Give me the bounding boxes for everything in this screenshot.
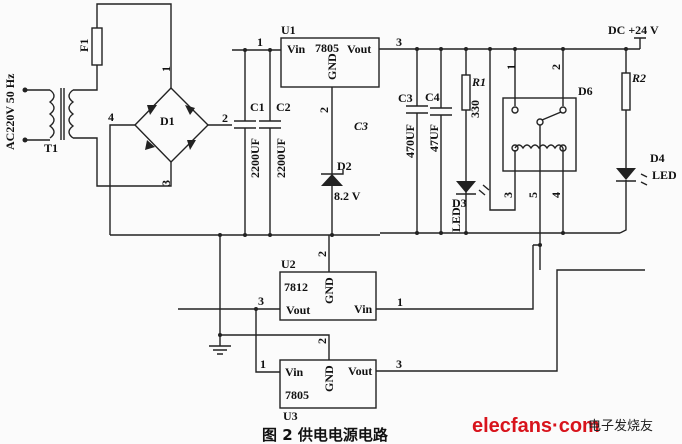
- c3-label: C3: [398, 91, 413, 105]
- c4-label: C4: [425, 90, 440, 104]
- u3-vin: Vin: [285, 365, 304, 379]
- pin-label: 5: [526, 192, 540, 198]
- u3-ref: U3: [283, 409, 298, 423]
- u1-vout: Vout: [347, 42, 371, 56]
- regulator-u3: [279, 359, 377, 409]
- u1-part: 7805: [315, 41, 339, 55]
- u2-gnd: GND: [322, 277, 336, 304]
- c1-value: 2200UF: [248, 138, 262, 178]
- pin-label: 4: [549, 192, 563, 198]
- fuse-f1: [91, 27, 103, 66]
- pin-label: 1: [397, 295, 403, 309]
- pin-label: 3: [159, 180, 173, 186]
- d2-label: D2: [337, 159, 352, 173]
- led-d4: [616, 168, 636, 180]
- d3-label: D3: [452, 196, 467, 210]
- pin-label: 2: [317, 107, 331, 113]
- bridge-rectifier: [109, 87, 232, 235]
- u2-part: 7812: [284, 280, 308, 294]
- pin-label: 2: [549, 64, 563, 70]
- watermark-cn: 电子发烧友: [588, 418, 653, 434]
- c3-stray-label: C3: [354, 119, 368, 133]
- pin-label: 3: [396, 35, 402, 49]
- u3-gnd: GND: [322, 365, 336, 392]
- c2-label: C2: [276, 100, 291, 114]
- u3-part: 7805: [285, 388, 309, 402]
- regulator-u2: [279, 271, 377, 321]
- pin-label: 2: [222, 111, 228, 125]
- u1-gnd: GND: [325, 53, 339, 80]
- t1-label: T1: [44, 141, 58, 155]
- resistor-r2: [621, 72, 631, 111]
- d2-value: 8.2 V: [334, 189, 361, 203]
- zener-d2: [321, 174, 343, 186]
- regulator-u1: [280, 37, 380, 88]
- pin-label: 1: [257, 35, 263, 49]
- pin-label: 2: [315, 251, 329, 257]
- c2-value: 2200UF: [274, 138, 288, 178]
- led-d3: [456, 181, 476, 193]
- ground-symbol: [209, 335, 231, 355]
- d1-label: D1: [160, 114, 175, 128]
- pin-label: 3: [396, 357, 402, 371]
- c3-value: 470UF: [403, 124, 417, 158]
- resistor-r1: [461, 74, 471, 111]
- d4-label: D4: [650, 151, 665, 165]
- pin-label: 3: [258, 294, 264, 308]
- source-label: AC220V 50 Hz: [3, 73, 17, 150]
- u1-ref: U1: [281, 23, 296, 37]
- r1-value: 330: [468, 100, 482, 118]
- figure-caption: 图 2 供电电源电路: [262, 426, 389, 444]
- watermark-site: elecfans·com: [472, 415, 600, 437]
- pin-label: 3: [501, 192, 515, 198]
- r1-label: R1: [471, 75, 486, 89]
- pin-label: 1: [260, 357, 266, 371]
- u1-vin: Vin: [287, 42, 306, 56]
- u2-ref: U2: [281, 257, 296, 271]
- u2-vout: Vout: [286, 303, 310, 317]
- c4-value: 47UF: [427, 124, 441, 152]
- pin-label: 4: [108, 110, 114, 124]
- ac-source: [22, 3, 172, 187]
- u2-vin: Vin: [354, 302, 373, 316]
- u3-vout: Vout: [348, 364, 372, 378]
- pin-label: 1: [504, 64, 518, 70]
- r2-label: R2: [631, 71, 646, 85]
- d4-led-label: LED: [652, 168, 677, 182]
- c1-label: C1: [250, 100, 265, 114]
- d6-label: D6: [578, 84, 593, 98]
- pin-label: 2: [315, 338, 329, 344]
- f1-label: F1: [77, 39, 91, 52]
- pin-label: 1: [159, 66, 173, 72]
- supply-label: DC +24 V: [608, 23, 659, 37]
- d3-led-label: LED: [449, 207, 463, 232]
